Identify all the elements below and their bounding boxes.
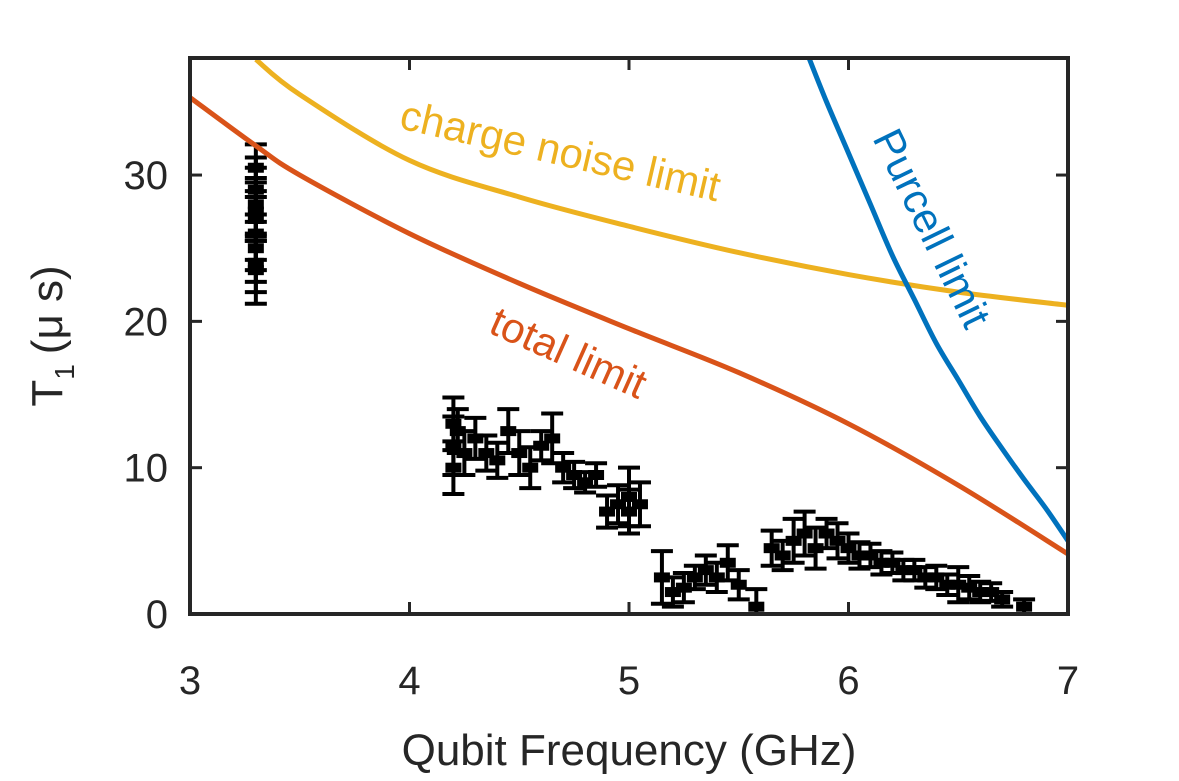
data-marker <box>961 582 978 593</box>
data-marker <box>577 477 594 488</box>
data-marker <box>478 448 495 459</box>
data-marker <box>939 579 956 590</box>
data-marker <box>895 565 912 576</box>
x-tick-label: 6 <box>837 659 859 703</box>
data-marker <box>1016 601 1033 612</box>
data-marker <box>763 543 780 554</box>
data-marker <box>748 601 765 612</box>
data-marker <box>697 565 714 576</box>
data-marker <box>555 462 572 473</box>
data-point-23 <box>563 459 586 491</box>
data-point-47 <box>837 531 860 565</box>
y-axis-title-subscript: 1 <box>49 364 80 380</box>
data-marker <box>456 448 473 459</box>
y-axis-title-main: T <box>23 380 72 407</box>
data-points <box>244 142 1036 614</box>
y-tick-label: 30 <box>124 154 169 198</box>
data-marker <box>818 528 835 539</box>
y-axis-title: T1 (μ s) <box>23 265 80 406</box>
data-marker <box>522 462 539 473</box>
data-point-40 <box>760 528 783 568</box>
data-marker <box>544 433 561 444</box>
x-tick-label: 3 <box>179 659 201 703</box>
data-marker <box>664 587 681 598</box>
data-marker <box>631 499 648 510</box>
data-marker <box>730 579 747 590</box>
data-marker <box>588 470 605 480</box>
data-marker <box>445 462 462 473</box>
x-tick-label: 7 <box>1057 659 1079 703</box>
curve-total-limit <box>190 95 1068 557</box>
data-point-14 <box>464 415 487 461</box>
data-point-20 <box>530 429 553 463</box>
data-point-25 <box>585 461 608 489</box>
data-point-43 <box>793 509 816 558</box>
data-marker <box>785 535 802 546</box>
data-marker <box>610 499 627 510</box>
data-point-38 <box>727 568 750 602</box>
curve-charge-noise-limit <box>254 58 1068 308</box>
data-point-16 <box>486 440 509 480</box>
limit-curves <box>190 58 1068 557</box>
x-axis-title: Qubit Frequency (GHz) <box>402 726 857 775</box>
data-point-46 <box>826 521 849 561</box>
data-point-30 <box>628 480 651 529</box>
x-tick-label: 4 <box>398 659 420 703</box>
data-marker <box>511 448 528 459</box>
data-marker <box>851 550 868 561</box>
data-marker <box>950 579 967 590</box>
data-marker <box>906 565 923 576</box>
data-marker <box>533 440 550 451</box>
data-marker <box>247 206 264 217</box>
data-point-61 <box>991 590 1014 609</box>
data-marker <box>489 455 506 466</box>
x-tick-label: 5 <box>618 659 640 703</box>
data-point-57 <box>947 565 970 605</box>
data-point-18 <box>508 429 531 477</box>
data-marker <box>708 572 725 583</box>
data-point-29 <box>618 487 640 536</box>
data-point-22 <box>552 451 575 485</box>
data-marker <box>917 572 934 583</box>
y-tick-label: 10 <box>124 447 169 491</box>
data-point-8 <box>244 180 267 243</box>
data-point-11 <box>442 439 465 497</box>
data-marker <box>829 535 846 546</box>
y-axis-title-unit: (μ s) <box>23 265 72 354</box>
data-marker <box>774 550 791 561</box>
curve-purcell-limit <box>806 58 1068 543</box>
data-marker <box>862 550 879 561</box>
data-marker <box>467 433 484 444</box>
data-point-56 <box>936 572 959 597</box>
y-tick-label: 20 <box>124 300 169 344</box>
data-marker <box>566 470 583 480</box>
data-point-13 <box>453 429 476 477</box>
data-marker <box>994 594 1011 605</box>
data-marker <box>796 528 813 539</box>
data-marker <box>873 557 890 568</box>
data-point-62 <box>1013 597 1036 614</box>
y-tick-label: 0 <box>146 593 168 637</box>
data-marker <box>599 506 616 517</box>
data-marker <box>719 557 736 568</box>
data-marker <box>686 572 703 583</box>
data-point-35 <box>694 553 717 587</box>
axis-ticks: 3 4 5 6 7 0 10 20 30 <box>124 58 1079 703</box>
data-point-39 <box>745 587 768 614</box>
data-marker <box>928 572 945 583</box>
data-marker <box>840 543 857 554</box>
data-marker <box>884 557 901 568</box>
data-marker <box>972 587 989 598</box>
data-marker <box>247 265 264 276</box>
data-marker <box>621 506 637 517</box>
